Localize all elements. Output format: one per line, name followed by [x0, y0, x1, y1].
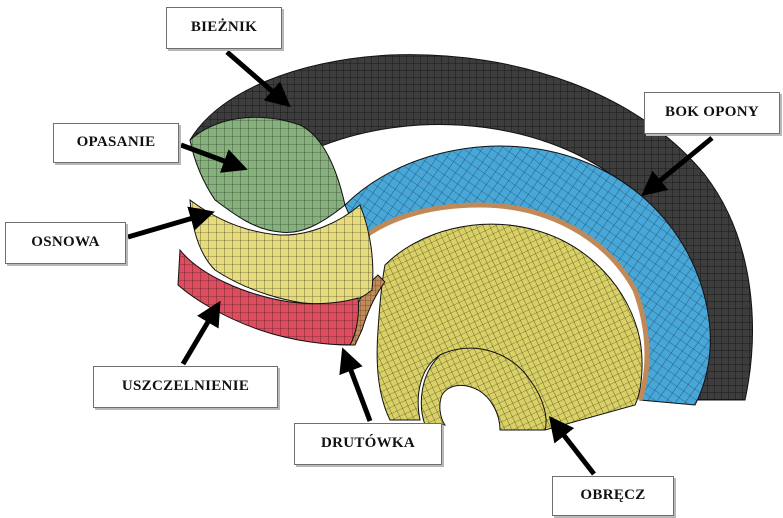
label-obrecz: OBRĘCZ	[552, 476, 674, 516]
label-osnowa: OSNOWA	[5, 222, 126, 264]
label-drutowka: DRUTÓWKA	[294, 423, 442, 465]
arrow-uszczelnienie	[183, 305, 218, 364]
label-bieznik: BIEŻNIK	[166, 7, 282, 49]
arrow-drutowka	[344, 352, 370, 421]
label-opasanie: OPASANIE	[53, 123, 179, 163]
label-bok-opony: BOK OPONY	[644, 92, 780, 134]
label-uszczelnienie: USZCZELNIENIE	[93, 366, 278, 408]
arrow-obrecz	[552, 420, 594, 474]
